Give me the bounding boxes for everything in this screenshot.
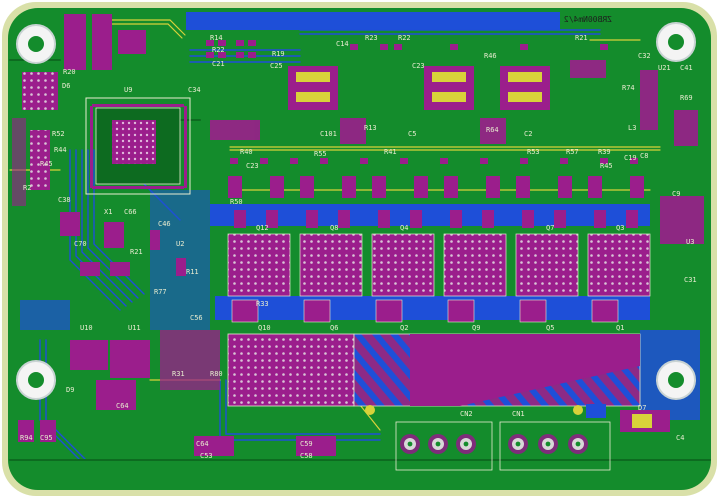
- ref-designator-c34: C34: [188, 86, 201, 94]
- ref-designator-u11: U11: [128, 324, 141, 332]
- smd-pads: [18, 40, 638, 456]
- ref-designator-d9: D9: [66, 386, 74, 394]
- ref-designator-d6: D6: [62, 82, 70, 90]
- ref-designator-c70: C70: [74, 240, 87, 248]
- ref-designator-r45: R45: [600, 162, 613, 170]
- ref-designator-q1: Q1: [616, 324, 624, 332]
- ref-designator-u21: U21: [658, 64, 671, 72]
- mosfet-bank-upper: [227, 176, 651, 297]
- ref-designator-r19: R19: [272, 50, 285, 58]
- ref-designator-c23: C23: [246, 162, 259, 170]
- ref-designator-u2: U2: [176, 240, 184, 248]
- ref-designator-r52: R52: [52, 130, 65, 138]
- ref-designator-x1: X1: [104, 208, 112, 216]
- ref-designator-c32: C32: [638, 52, 651, 60]
- ref-designator-c21: C21: [212, 60, 225, 68]
- ref-designator-r14: R14: [210, 34, 223, 42]
- ref-designator-c38: C38: [58, 196, 71, 204]
- ref-designator-c56: C56: [190, 314, 203, 322]
- ref-designator-r21: R21: [130, 248, 143, 256]
- ref-designator-r46: R46: [484, 52, 497, 60]
- mcu-chip: [85, 97, 191, 195]
- ref-designator-c66: C66: [124, 208, 137, 216]
- ref-designator-c23: C23: [412, 62, 425, 70]
- ref-designator-c58: C58: [300, 452, 313, 460]
- ref-designator-r22: R22: [398, 34, 411, 42]
- ref-designator-r50: R50: [230, 198, 243, 206]
- ref-designator-c19: C19: [624, 154, 637, 162]
- ref-designator-r31: R31: [172, 370, 185, 378]
- ref-designator-r22: R22: [212, 46, 225, 54]
- through-hole-pad-icon: [365, 405, 588, 454]
- connector-top-left: [12, 14, 146, 206]
- ref-designator-u10: U10: [80, 324, 93, 332]
- ref-designator-c95: C95: [40, 434, 53, 442]
- ref-designator-cn1: CN1: [512, 410, 525, 418]
- ref-designator-q5: Q5: [546, 324, 554, 332]
- ref-designator-r53: R53: [527, 148, 540, 156]
- ref-designator-c14: C14: [336, 40, 349, 48]
- ref-designator-c53: C53: [200, 452, 213, 460]
- ref-designator-r39: R39: [598, 148, 611, 156]
- ref-designator-c8: C8: [640, 152, 648, 160]
- ref-designator-r2: R2: [23, 184, 31, 192]
- ref-designator-r69: R69: [680, 94, 693, 102]
- ref-designator-r94: R94: [20, 434, 33, 442]
- ref-designator-q3: Q3: [616, 224, 624, 232]
- ref-designator-u3: U3: [686, 238, 694, 246]
- ref-designator-r57: R57: [566, 148, 579, 156]
- ref-designator-q6: Q6: [330, 324, 338, 332]
- ref-designator-c31: C31: [684, 276, 697, 284]
- ref-designator-cn2: CN2: [460, 410, 473, 418]
- mosfet-bank-lower: [231, 299, 619, 323]
- ref-designator-q9: Q9: [472, 324, 480, 332]
- ref-designator-l3: L3: [628, 124, 636, 132]
- ref-designator-c25: C25: [270, 62, 283, 70]
- ref-designator-r23: R23: [365, 34, 378, 42]
- driver-ics: [210, 60, 704, 244]
- ref-designator-r44: R44: [54, 146, 67, 154]
- ref-designator-c2: C2: [524, 130, 532, 138]
- ref-designator-c64: C64: [196, 440, 209, 448]
- ref-designator-q8: Q8: [330, 224, 338, 232]
- ref-designator-q10: Q10: [258, 324, 271, 332]
- ref-designator-c46: C46: [158, 220, 171, 228]
- ref-designator-r13: R13: [364, 124, 377, 132]
- ref-designator-r55: R55: [314, 150, 327, 158]
- ref-designator-q2: Q2: [400, 324, 408, 332]
- ref-designator-r74: R74: [622, 84, 635, 92]
- ref-designator-c41: C41: [680, 64, 693, 72]
- ref-designator-r77: R77: [154, 288, 167, 296]
- ref-designator-r20: R20: [63, 68, 76, 76]
- terminal-block-connectors: [395, 421, 611, 471]
- ref-designator-r45: R45: [40, 160, 53, 168]
- ref-designator-c101: C101: [320, 130, 337, 138]
- ref-designator-c64: C64: [116, 402, 129, 410]
- mounting-hole-icon: [16, 22, 696, 400]
- ref-designator-r21: R21: [575, 34, 588, 42]
- ref-designator-r80: R80: [210, 370, 223, 378]
- ref-designator-c9: C9: [672, 190, 680, 198]
- ref-designator-q12: Q12: [256, 224, 269, 232]
- ref-designator-r64: R64: [486, 126, 499, 134]
- ref-designator-r41: R41: [384, 148, 397, 156]
- ref-designator-r33: R33: [256, 300, 269, 308]
- power-plane: [227, 333, 641, 407]
- ref-designator-c4: C4: [676, 434, 684, 442]
- diode-bottom-right: [586, 404, 670, 432]
- ref-designator-q4: Q4: [400, 224, 408, 232]
- ref-designator-r40: R40: [240, 148, 253, 156]
- ref-designator-u9: U9: [124, 86, 132, 94]
- ref-designator-r11: R11: [186, 268, 199, 276]
- ref-designator-q7: Q7: [546, 224, 554, 232]
- ref-designator-c59: C59: [300, 440, 313, 448]
- ref-designator-c5: C5: [408, 130, 416, 138]
- ref-designator-d7: D7: [638, 404, 646, 412]
- board-id-text: ZRB00Nm4/2: [564, 15, 612, 24]
